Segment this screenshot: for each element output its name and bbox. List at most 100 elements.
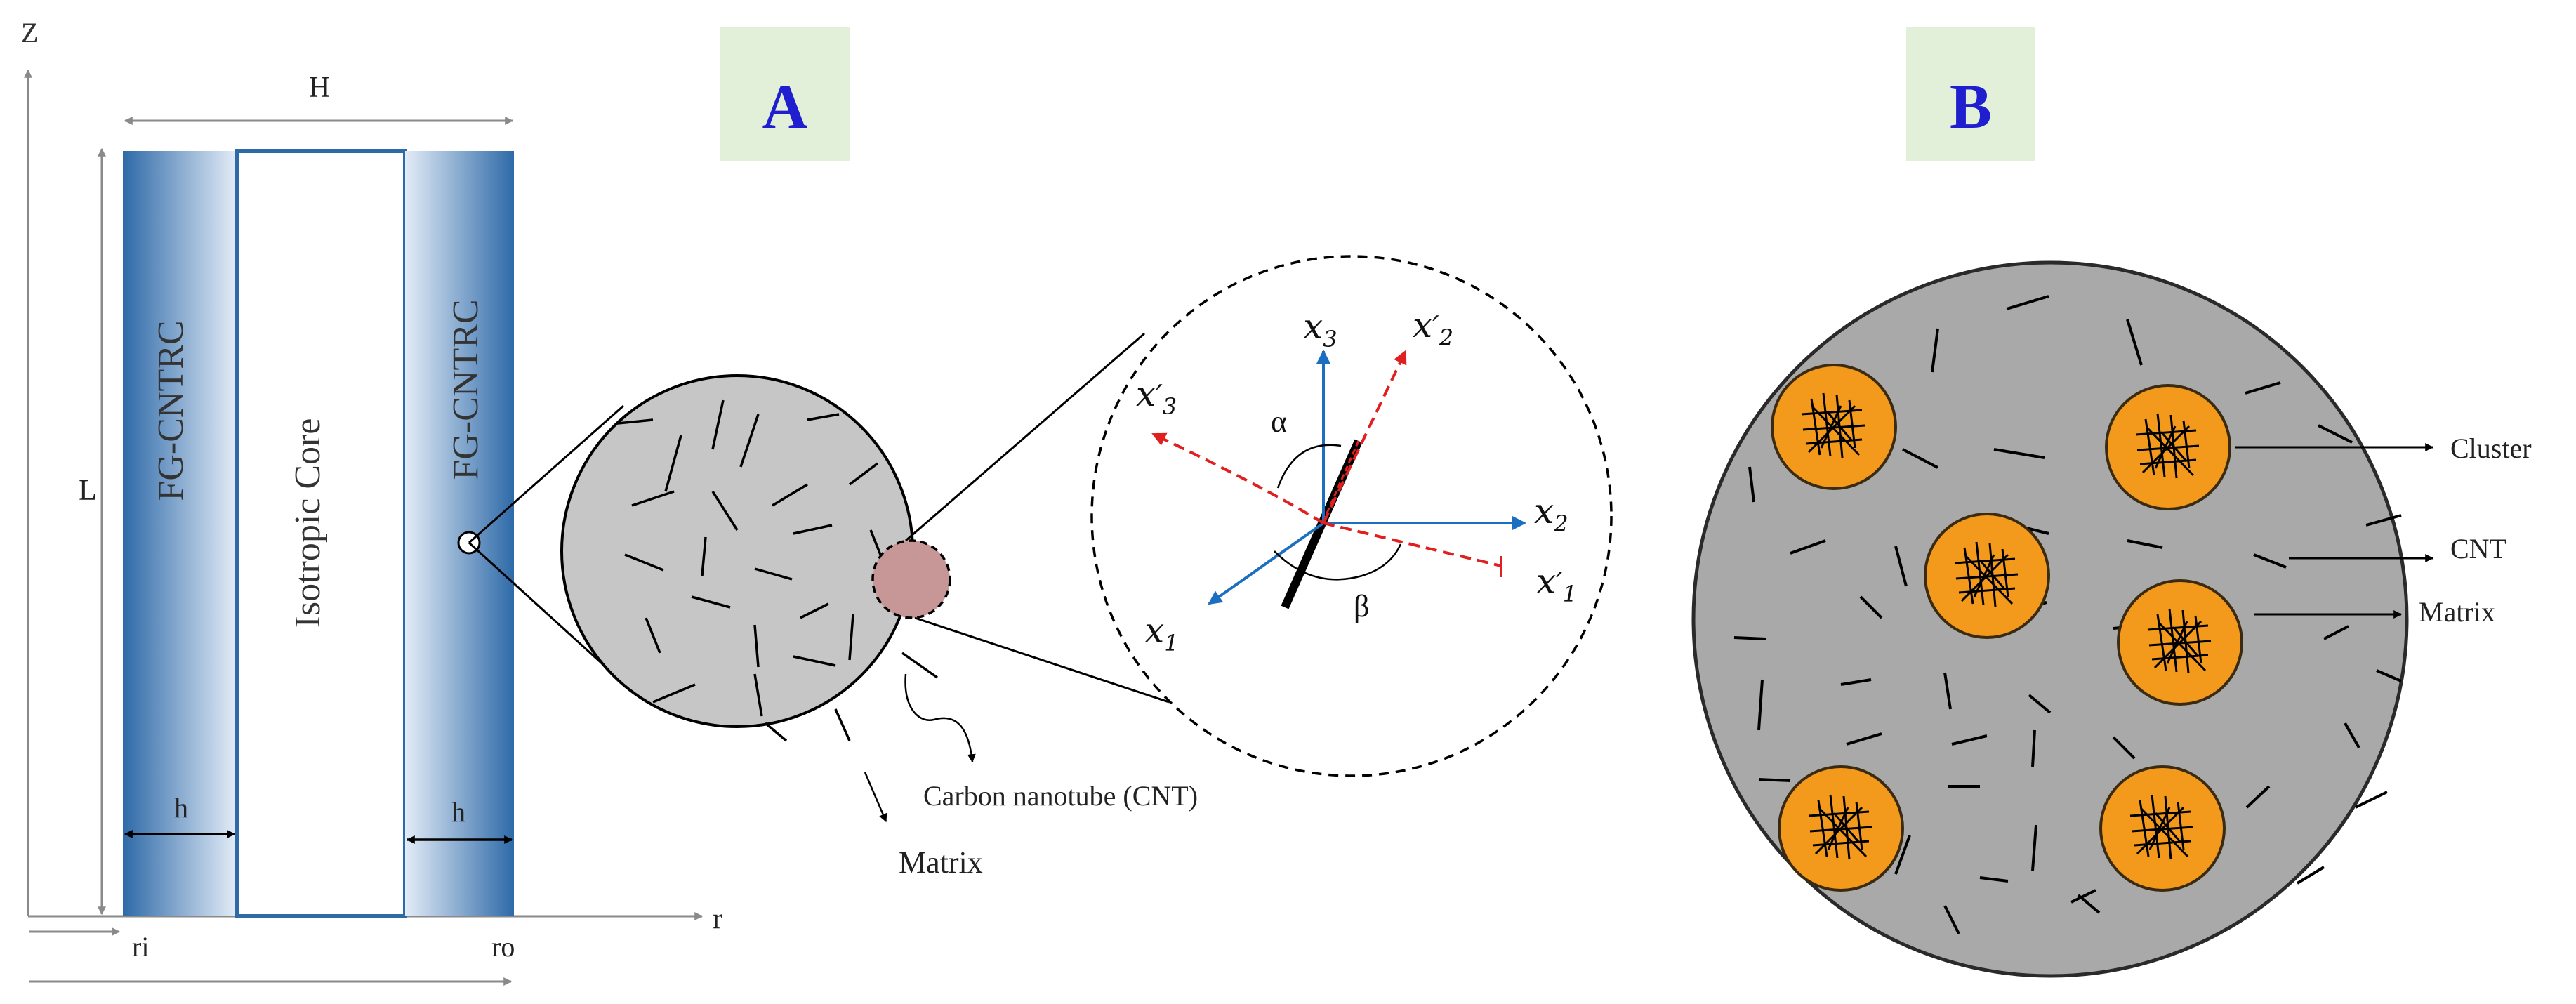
cnt-fiber-b — [2126, 319, 2143, 366]
zoom-connector-lower — [914, 616, 1170, 704]
cnt-fiber-a — [807, 413, 840, 421]
isotropic-core — [235, 149, 407, 918]
cluster-fiber — [1827, 807, 1849, 850]
agglomeration-view: Cluster CNT Matrix — [1691, 260, 2532, 978]
cnt-fiber-b — [1993, 448, 2045, 459]
cnt-fiber-b — [2253, 553, 2287, 569]
cnt-fiber-b — [1894, 835, 1911, 875]
zoom-connector-bottom — [468, 541, 616, 677]
cnt-fiber-b — [2031, 824, 2037, 871]
matrix-label-a: Matrix — [899, 845, 983, 880]
cnt-fiber-b — [1902, 448, 1938, 469]
cnt-fiber-a — [664, 435, 682, 492]
zoom-region-highlight — [871, 539, 951, 619]
cnt-fiber-a — [624, 553, 664, 572]
cnt-fiber-b — [1757, 679, 1764, 731]
cluster-fiber — [1807, 404, 1856, 454]
matrix-circle — [560, 374, 914, 728]
cnt-fiber-b — [2245, 381, 2281, 395]
cnt-cluster — [1771, 364, 1897, 490]
cnt-cluster — [1778, 765, 1904, 892]
cluster-fiber — [2136, 806, 2185, 855]
cluster-fiber — [1960, 553, 2009, 602]
label-x2: x2 — [1534, 491, 1568, 537]
cluster-fiber — [2158, 621, 2207, 672]
panel-b-tag-label: B — [1950, 72, 1992, 142]
cluster-fiber — [1975, 541, 1985, 606]
cnt-fiber-b — [1951, 734, 1988, 746]
panel-b-tag: B — [1906, 27, 2035, 161]
cnt-fiber-b — [1846, 732, 1882, 746]
cnt-cluster — [2117, 579, 2243, 706]
cluster-fiber — [2151, 794, 2160, 859]
z-axis-label: Z — [21, 17, 38, 48]
fg-layer-left-label: FG-CNTRC — [151, 320, 191, 501]
cylinder-section: Z r FG-CNTRC Isotropic Core FG-CNTRC H L… — [21, 17, 722, 986]
axis-x3-prime — [1151, 432, 1325, 524]
cluster-fiber — [2160, 431, 2188, 462]
isotropic-core-label: Isotropic Core — [288, 418, 328, 628]
fg-layer-right — [405, 151, 514, 916]
cnt-fiber-a — [793, 524, 833, 535]
zoom-connector-top — [468, 404, 624, 544]
cluster-fiber — [1814, 806, 1863, 855]
cnt-fiber-b — [2296, 866, 2325, 885]
axis-x1-prime — [1323, 522, 1502, 567]
cluster-fiber — [1964, 555, 2014, 605]
matrix-label-b: Matrix — [2419, 596, 2495, 628]
angle-alpha-arc — [1276, 444, 1342, 489]
cluster-fiber — [1822, 392, 1832, 457]
cnt-fiber-a — [652, 683, 696, 704]
dim-thickness-right-label: h — [451, 796, 465, 828]
cnt-fiber-a — [701, 536, 707, 576]
cluster-fiber — [2129, 810, 2191, 817]
cluster-fiber — [2153, 620, 2202, 669]
cluster-fiber — [2141, 425, 2191, 474]
label-x3-prime: x′3 — [1136, 374, 1177, 420]
label-x1: x1 — [1144, 610, 1179, 656]
cnt-fiber-a — [753, 624, 760, 668]
cluster-fiber — [1808, 810, 1870, 817]
cnt-fiber-a — [691, 595, 731, 609]
cnt-cluster — [2099, 765, 2226, 892]
cnt-fiber-b — [2318, 424, 2353, 444]
axis-x1 — [1208, 522, 1325, 605]
cnt-fiber-b — [1894, 546, 1908, 587]
cnt-fiber-b — [2028, 694, 2052, 714]
cnt-fiber-b — [1979, 876, 2009, 883]
cnt-fiber-b — [1859, 595, 1883, 619]
cluster-fiber — [2154, 425, 2177, 469]
cnt-fiber-b — [1931, 328, 1939, 373]
fg-layer-right-label: FG-CNTRC — [446, 299, 486, 480]
cnt-fiber-a — [800, 602, 829, 619]
label-x1-prime: x′1 — [1536, 561, 1577, 607]
cnt-fiber-a — [793, 655, 836, 667]
label-x2-prime: x′2 — [1413, 305, 1453, 351]
cnt-fiber-a — [711, 491, 739, 531]
cluster-fiber — [2140, 807, 2189, 858]
cluster-fiber — [1820, 405, 1842, 449]
cnt-fiber-a — [711, 399, 725, 450]
cnt-fiber-a — [754, 567, 793, 581]
cnt-fiber-b — [2006, 295, 2049, 310]
cluster-fiber — [1979, 560, 2007, 590]
cnt-fiber-a — [631, 490, 675, 507]
angle-beta-arc — [1274, 543, 1402, 581]
cnt-cluster — [1924, 513, 2050, 639]
cnt-fibers-a — [617, 399, 939, 742]
panel-a-tag-label: A — [762, 72, 808, 142]
panel-b-tag-box — [1906, 27, 2035, 161]
fg-layer-left — [123, 151, 237, 916]
cnt-fiber-b — [2376, 669, 2402, 682]
r-axis-label: r — [713, 903, 722, 935]
dim-thickness-left-label: h — [174, 792, 188, 824]
cluster-fiber — [1973, 554, 1995, 597]
cnt-fiber-b — [2112, 736, 2136, 760]
cnt-pointer-curve — [904, 673, 976, 763]
cnt-fiber-a — [901, 652, 939, 679]
label-x3: x3 — [1303, 306, 1337, 352]
dim-h-total-label: H — [309, 72, 330, 104]
cnt-fiber-b — [1758, 778, 1791, 782]
cnt-fiber-a — [764, 722, 788, 742]
